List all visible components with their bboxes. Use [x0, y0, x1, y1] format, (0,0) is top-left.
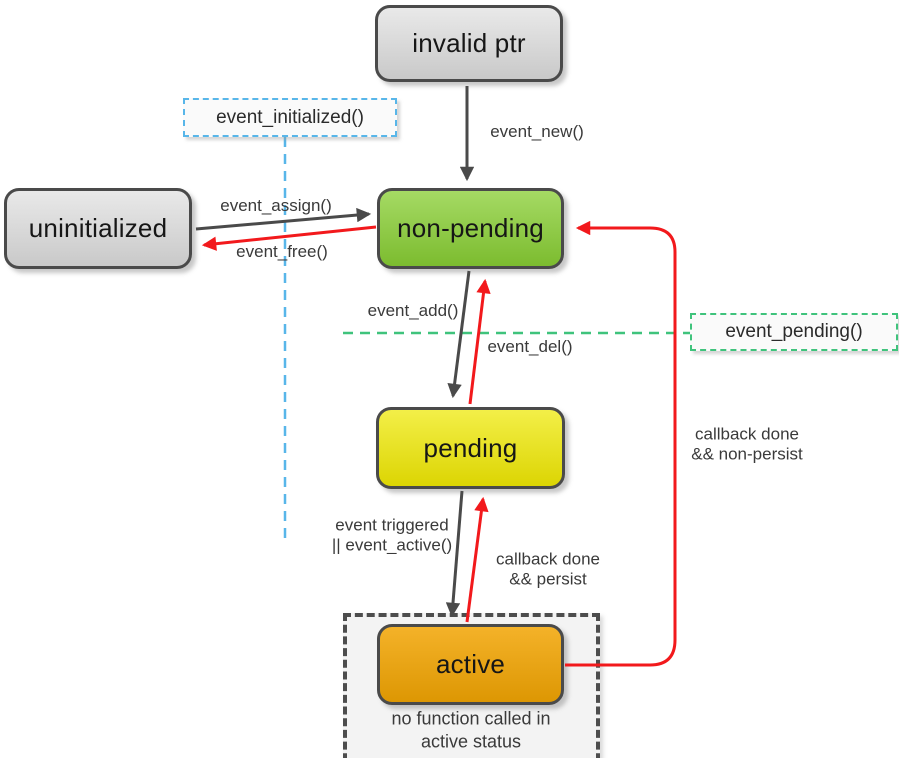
arrow-callback-persist	[465, 496, 489, 623]
label-event-del: event_del()	[487, 336, 573, 356]
state-non-pending: non-pending	[377, 188, 564, 269]
state-pending: pending	[376, 407, 565, 489]
label-event-add: event_add()	[367, 300, 459, 320]
callout-event-initialized-label: event_initialized()	[216, 106, 364, 128]
arrow-event-assign	[195, 207, 372, 231]
state-active: active	[377, 624, 564, 705]
arrow-event-del	[468, 278, 491, 405]
arrow-event-add	[447, 270, 471, 399]
state-uninitialized-label: uninitialized	[28, 213, 168, 243]
callout-event-initialized: event_initialized()	[183, 98, 397, 137]
state-non-pending-label: non-pending	[397, 213, 544, 243]
state-active-label: active	[435, 649, 506, 679]
state-invalid-ptr: invalid ptr	[375, 5, 563, 82]
arrow-event-free	[201, 225, 377, 251]
label-event-assign: event_assign()	[220, 195, 332, 215]
state-uninitialized: uninitialized	[4, 188, 192, 269]
active-region-note: no function called in active status	[391, 708, 551, 752]
label-event-free: event_free()	[236, 241, 328, 261]
label-callback-persist: callback done && persist	[496, 549, 600, 589]
label-callback-non-persist: callback done && non-persist	[691, 424, 803, 464]
label-event-triggered: event triggered || event_active()	[331, 515, 453, 555]
label-event-new: event_new()	[490, 121, 584, 141]
state-pending-label: pending	[423, 432, 518, 463]
arrow-event-triggered	[445, 490, 464, 618]
callout-event-pending: event_pending()	[690, 313, 898, 351]
arrow-callback-non-persist	[565, 220, 677, 667]
state-invalid-ptr-label: invalid ptr	[412, 28, 526, 58]
callout-event-pending-label: event_pending()	[725, 321, 863, 342]
